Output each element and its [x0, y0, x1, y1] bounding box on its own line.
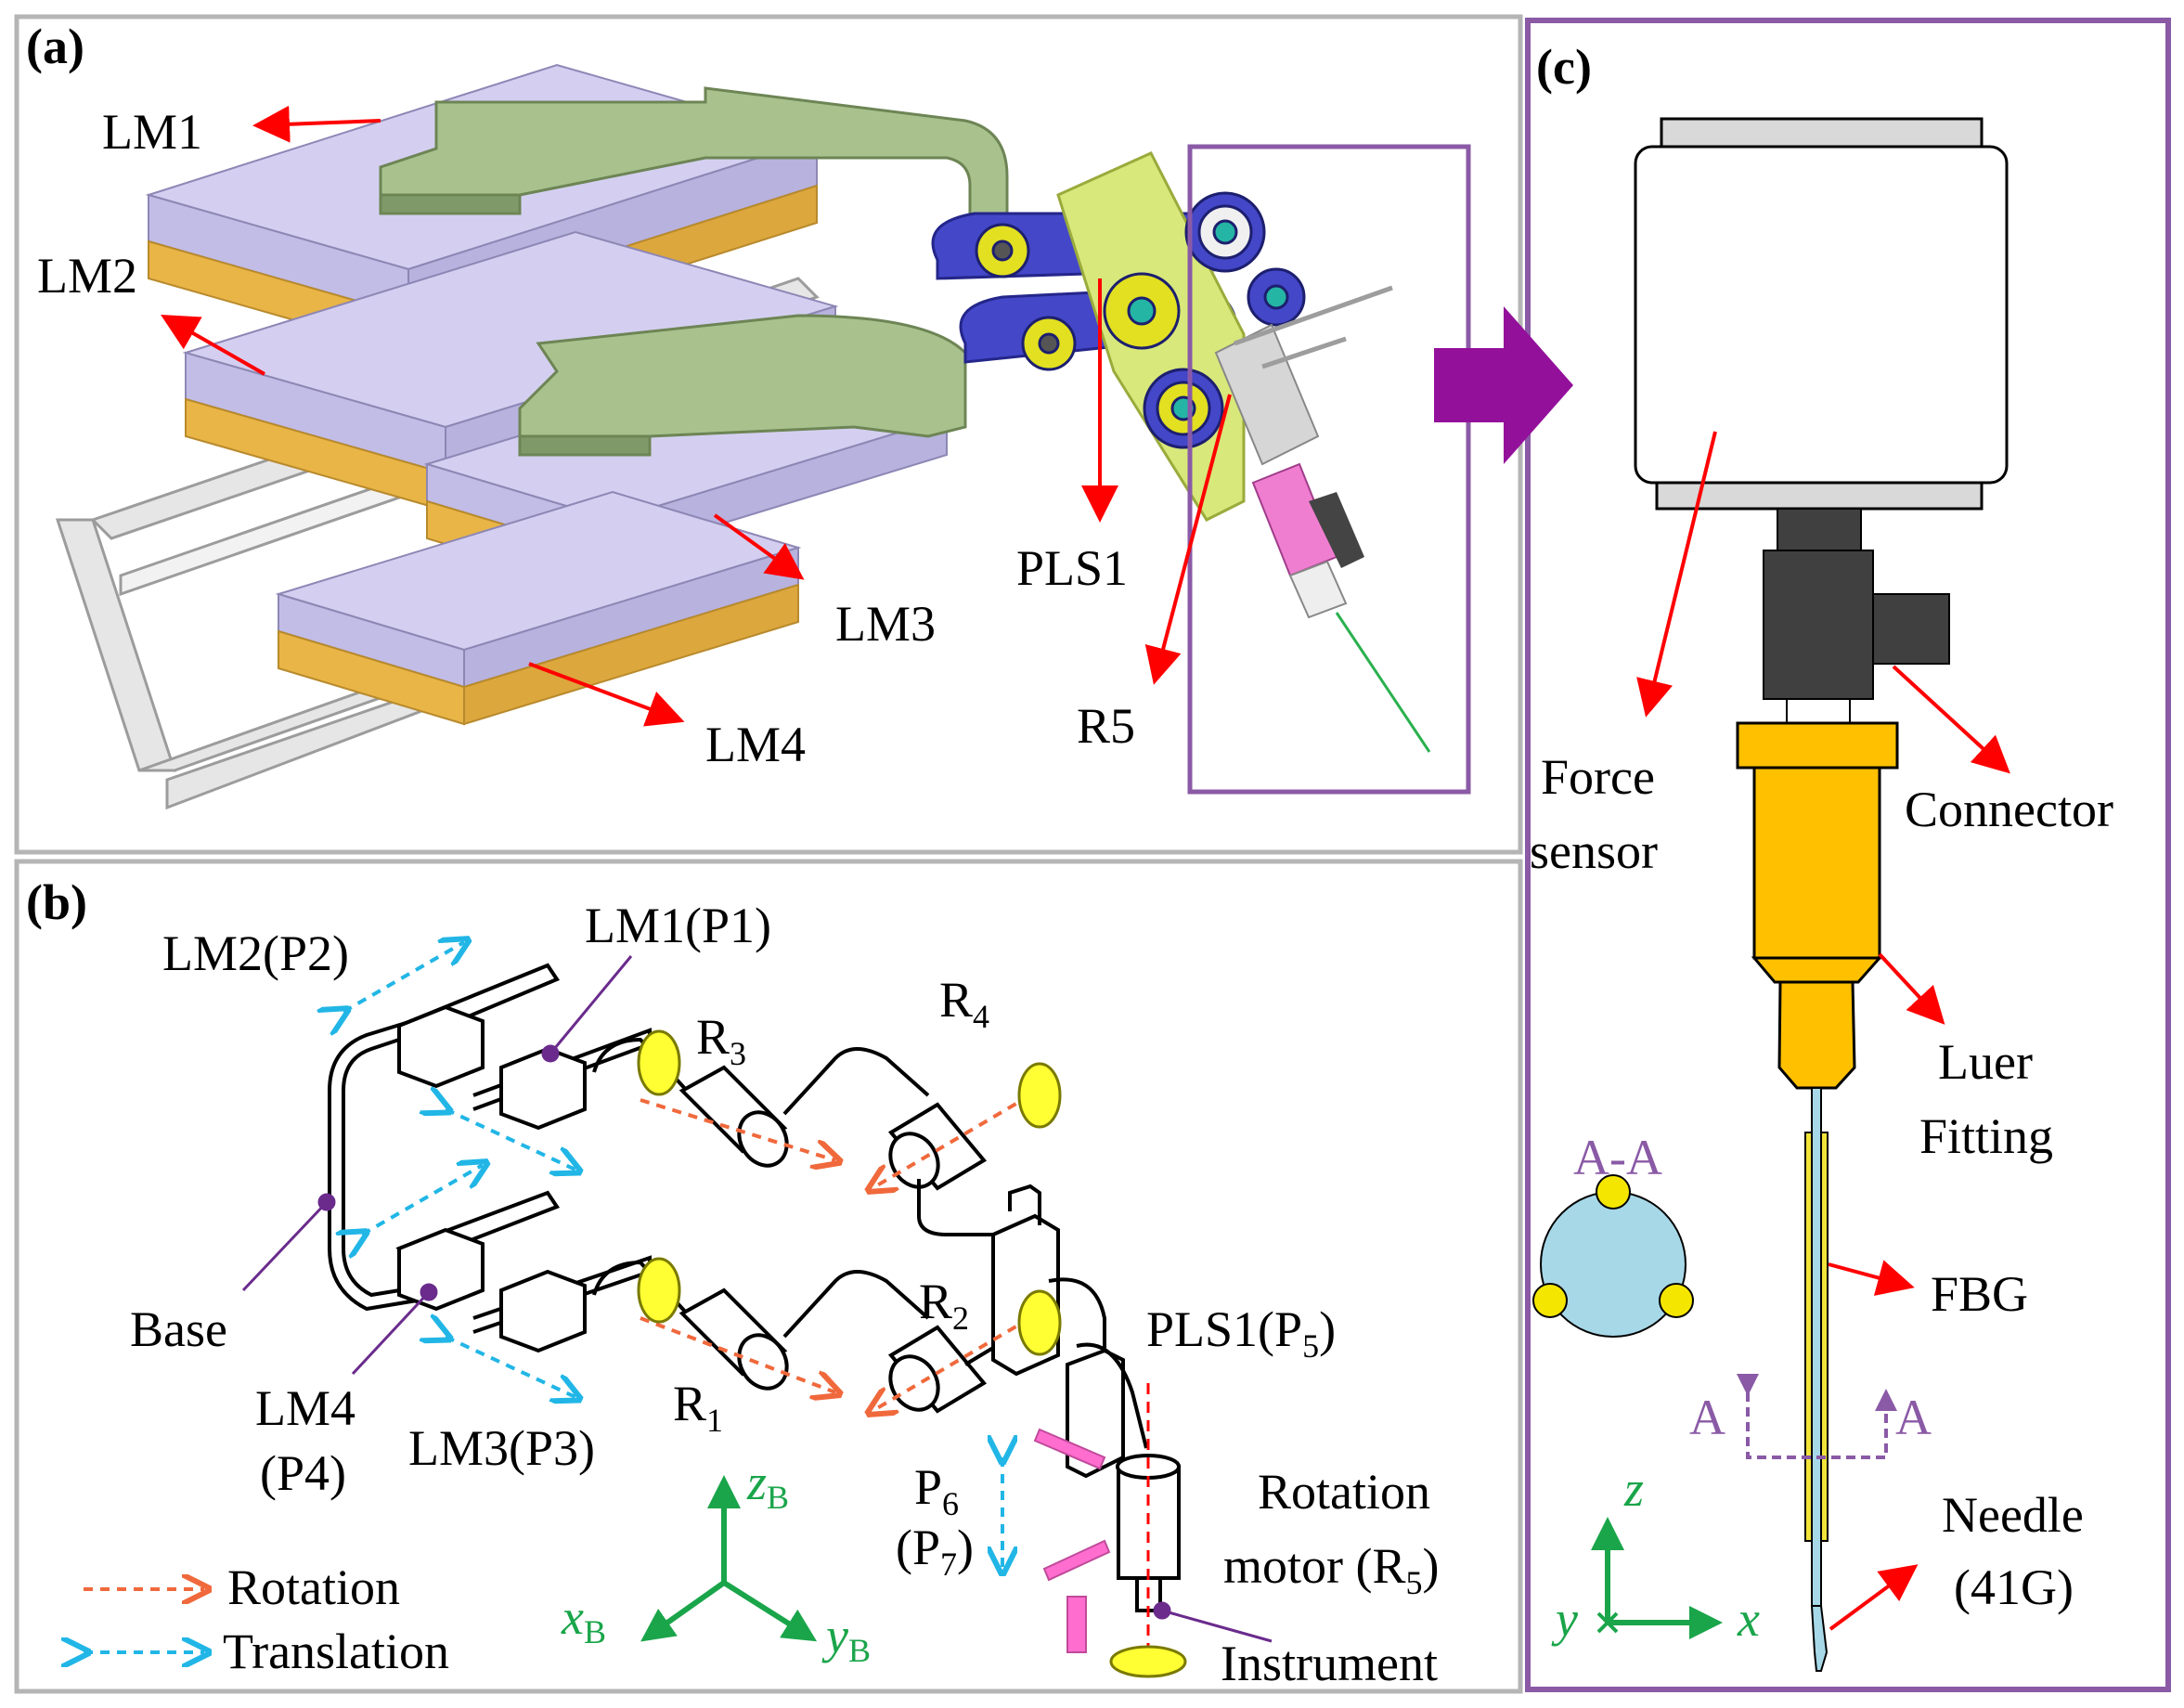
base-link — [328, 1015, 428, 1312]
label-lm1: LM1 — [102, 104, 202, 160]
luer-tip — [1777, 980, 1856, 1090]
r3-rotation-icon — [637, 1029, 681, 1096]
panel-b-texts: (b) LM2(P2) LM1(P1) R3 R4 R2 R1 Base LM4… — [26, 874, 1439, 1691]
panel-b-tag: (b) — [26, 874, 87, 930]
r5-rotation-icon — [1109, 1645, 1187, 1678]
panel-a-tag: (a) — [26, 19, 84, 74]
panel-c-axes — [1591, 1517, 1723, 1639]
axis-y-symbol — [1596, 1611, 1619, 1634]
legend — [84, 1589, 204, 1652]
green-link-lower — [518, 314, 967, 457]
label-section-aa: A-A — [1573, 1130, 1662, 1185]
panel-c-frame — [1525, 18, 2171, 1692]
label-pls1-p5: PLS1(P5) — [1146, 1301, 1336, 1365]
luer-taper — [1751, 956, 1883, 984]
legend-translation-label: Translation — [223, 1624, 449, 1679]
axis-x-label: x — [1737, 1591, 1760, 1647]
axis-xb-label: xB — [561, 1589, 606, 1650]
axis-yb-label: yB — [821, 1608, 871, 1669]
connector-neck — [1786, 698, 1851, 724]
label-r1: R1 — [673, 1376, 723, 1439]
panel-a-model — [55, 63, 1573, 810]
fbg-fiber-right — [1820, 1132, 1829, 1542]
label-needle: Needle — [1942, 1487, 2084, 1543]
label-rotation-motor-a: Rotation — [1258, 1464, 1430, 1520]
instrument-assembly — [1214, 285, 1431, 753]
lm2-block — [397, 1004, 485, 1089]
label-connector: Connector — [1905, 782, 2113, 837]
r1-rotation-icon — [637, 1257, 681, 1324]
label-base: Base — [130, 1301, 227, 1357]
panel-b-schematic — [328, 963, 1181, 1612]
lm1-block — [499, 1046, 587, 1131]
section-indicator — [1737, 1374, 1897, 1459]
zoom-arrow — [1434, 306, 1573, 464]
lm4-block — [397, 1227, 485, 1312]
panel-a-texts: (a) LM1 LM2 LM3 LM4 PLS1 R5 — [26, 19, 1135, 772]
panel-c-texts: (c) Force sensor Connector Luer Fitting … — [1530, 39, 2113, 1647]
force-sensor-body — [1634, 145, 2009, 485]
sensor-top-plate — [1660, 117, 1984, 149]
axis-z-label: z — [1623, 1461, 1644, 1517]
r2-rotation-icon — [1017, 1289, 1062, 1356]
label-lm4: LM4 — [705, 717, 806, 772]
label-r5: R5 — [1077, 698, 1135, 754]
label-luer: Luer — [1938, 1034, 2033, 1090]
panel-c-tag: (c) — [1536, 39, 1592, 95]
rotation-symbols — [637, 1029, 1187, 1678]
label-sensor: sensor — [1530, 823, 1658, 879]
label-p7: (P7) — [896, 1520, 974, 1583]
zoom-box — [1187, 144, 1471, 795]
panel-c-instrument — [1532, 117, 2010, 1672]
panel-b-motion-arrows — [343, 942, 1150, 1662]
lm3-block — [499, 1269, 587, 1353]
label-fitting: Fitting — [1919, 1108, 2053, 1164]
label-41g: (41G) — [1954, 1559, 2074, 1615]
axis-zb-label: zB — [746, 1455, 789, 1516]
label-p6: P6 — [914, 1459, 959, 1522]
label-instrument: Instrument — [1221, 1636, 1438, 1691]
fbg-fiber — [1804, 1132, 1813, 1542]
label-pls1: PLS1 — [1016, 540, 1128, 596]
label-force: Force — [1541, 749, 1655, 805]
panel-a-label-arrows — [161, 105, 1232, 727]
base-axes — [640, 1475, 818, 1642]
panel-b-frame — [14, 859, 1523, 1694]
sensor-bottom-plate — [1655, 481, 1984, 511]
label-fbg: FBG — [1931, 1266, 2028, 1322]
panel-c-label-arrows — [1636, 431, 2010, 1631]
label-a-left: A — [1689, 1390, 1725, 1445]
cross-section-aa — [1532, 1174, 1694, 1338]
label-a-right: A — [1895, 1390, 1932, 1445]
luer-collar — [1736, 721, 1899, 770]
label-lm4: LM4 — [255, 1380, 355, 1436]
magenta-arrows — [1033, 1428, 1111, 1653]
legend-rotation-label: Rotation — [227, 1559, 400, 1615]
connector-body — [1763, 550, 1874, 700]
luer-body — [1752, 766, 1881, 960]
r4-rotation-icon — [1017, 1062, 1062, 1129]
label-lm3: LM3 — [835, 596, 936, 652]
needle-tip — [1810, 1605, 1829, 1672]
label-lm1-p1: LM1(P1) — [585, 898, 771, 953]
needle-shaft — [1811, 1087, 1822, 1607]
label-rotation-motor-b: motor (R5) — [1223, 1538, 1439, 1601]
axis-y-label: y — [1551, 1591, 1578, 1647]
pulleys — [975, 191, 1306, 449]
label-p4: (P4) — [260, 1445, 346, 1501]
panel-b-leaders — [241, 955, 1273, 1643]
label-r2: R2 — [919, 1274, 969, 1337]
connector-side — [1872, 593, 1950, 665]
label-lm2-p2: LM2(P2) — [162, 925, 349, 981]
label-lm2: LM2 — [37, 248, 137, 304]
label-r4: R4 — [939, 972, 989, 1035]
plate-lm4 — [275, 490, 802, 726]
connector-stem — [1777, 508, 1862, 551]
green-link-upper — [379, 86, 1009, 252]
label-r3: R3 — [696, 1009, 746, 1072]
label-lm3-p3: LM3(P3) — [408, 1420, 595, 1476]
